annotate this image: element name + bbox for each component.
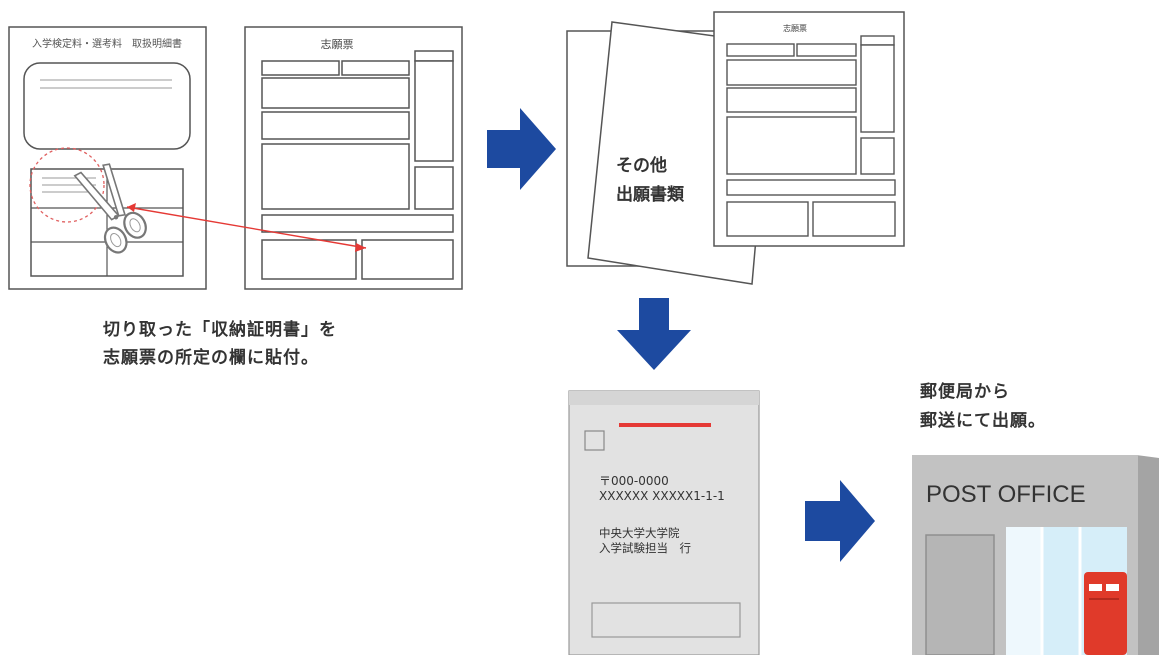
application-form-title: 志願票 <box>321 38 354 51</box>
post-office-door <box>925 534 995 655</box>
paste-direction-arrow <box>126 203 367 252</box>
receipt-paste-field <box>361 239 454 280</box>
envelope-body <box>568 390 760 655</box>
application-form-front-title: 志願票 <box>783 23 807 33</box>
envelope-recipient-line1: 中央大学大学院 <box>599 526 680 540</box>
other-documents-label-line1: その他 <box>616 155 667 176</box>
application-form-front-fields <box>726 35 896 237</box>
mail-caption-line1: 郵便局から <box>920 382 1010 402</box>
flow-arrow-right-2 <box>805 480 875 562</box>
application-form-fields <box>261 50 454 280</box>
envelope-address: XXXXXX XXXXX1-1-1 <box>599 489 725 503</box>
envelope-postal-code: 〒000-0000 <box>599 474 669 488</box>
document-bundle: その他 出願書類 志願票 <box>566 11 905 285</box>
mail-caption: 郵便局から 郵送にて出願。 <box>920 378 1046 436</box>
receipt-info-box <box>23 62 191 150</box>
mailbox-icon <box>1084 572 1127 655</box>
other-documents-label-line2: 出願書類 <box>616 184 685 205</box>
receipt-form-title: 入学検定料・選考料 取扱明細書 <box>32 37 182 50</box>
flow-arrow-down <box>617 298 691 370</box>
flow-arrow-right-1 <box>487 108 556 190</box>
attach-receipt-caption-line1: 切り取った「収納証明書」を <box>103 320 337 340</box>
post-office-sign: POST OFFICE <box>926 481 1086 508</box>
envelope: 〒000-0000 XXXXXX XXXXX1-1-1 中央大学大学院 入学試験… <box>568 390 760 655</box>
receipt-form: 入学検定料・選考料 取扱明細書 <box>8 26 207 290</box>
mail-caption-line2: 郵送にて出願。 <box>920 411 1046 431</box>
envelope-recipient-line2: 入学試験担当 行 <box>599 541 691 555</box>
receipt-stub-grid <box>30 168 184 277</box>
attach-receipt-caption: 切り取った「収納証明書」を 志願票の所定の欄に貼付。 <box>103 316 337 372</box>
post-office-building: POST OFFICE <box>912 455 1159 655</box>
attach-receipt-caption-line2: 志願票の所定の欄に貼付。 <box>103 348 319 368</box>
envelope-bottom-box <box>591 602 741 638</box>
stamp-box <box>584 430 605 451</box>
application-form: 志願票 <box>244 26 463 290</box>
cut-region-dashed-circle <box>29 147 105 223</box>
scissors-icon <box>73 163 147 254</box>
